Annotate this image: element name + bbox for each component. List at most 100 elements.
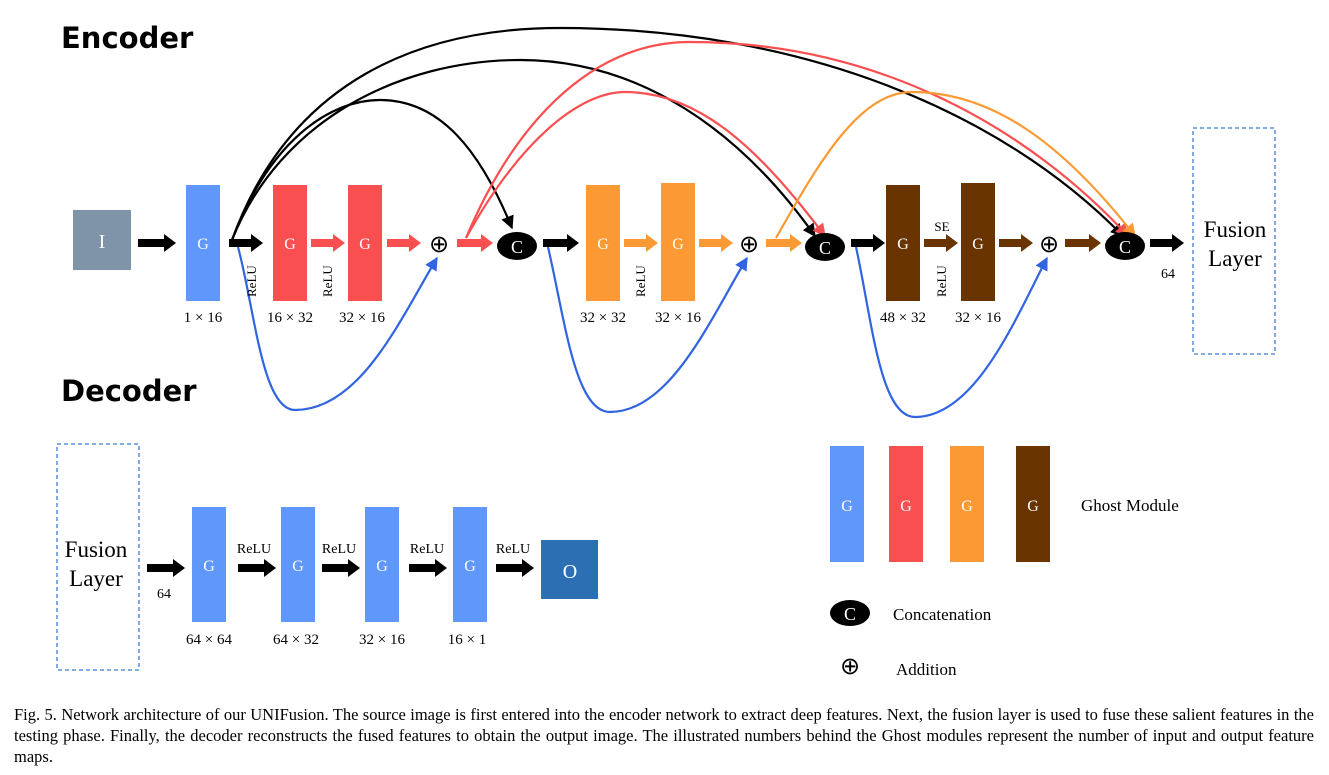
residual-curve-blue-1 [236, 246, 438, 412]
ghost-label: G [841, 498, 853, 515]
ghost-module-red [273, 185, 307, 301]
orange-arrow [699, 234, 733, 252]
ghost-module-orange [661, 183, 695, 301]
ghost-module-blue [186, 185, 220, 301]
residual-curve-blue-2 [546, 246, 748, 414]
figure-caption: Fig. 5. Network architecture of our UNIF… [14, 705, 1314, 766]
ghost-label: G [597, 236, 609, 253]
channel-count-label: 64 [157, 587, 171, 602]
orange-arrow [766, 234, 802, 252]
residual-curve-blue-3 [854, 246, 1048, 419]
addition-symbol: ⊕ [429, 230, 449, 258]
skip-curve-black-2 [230, 58, 816, 241]
relu-label: ReLU [244, 265, 259, 297]
dim-label: 16 × 1 [448, 632, 486, 648]
skip-connections [230, 26, 1136, 419]
black-arrow [238, 559, 276, 577]
legend-concat-node [830, 600, 870, 626]
legend-ghost-red [889, 446, 923, 562]
ghost-module-blue [453, 507, 487, 622]
fusion-layer-label: Layer [1208, 246, 1262, 271]
red-arrow [457, 234, 493, 252]
ghost-label: G [292, 558, 304, 575]
concat-symbol: C [511, 237, 523, 257]
black-arrow [543, 234, 579, 252]
input-image-block [73, 210, 131, 270]
relu-label: ReLU [633, 265, 648, 297]
ghost-label: G [1027, 498, 1039, 515]
ghost-label: G [972, 236, 984, 253]
skip-curve-black-3 [230, 26, 1124, 241]
ghost-label: G [197, 236, 209, 253]
output-label: O [563, 561, 577, 583]
brown-arrow [1065, 234, 1101, 252]
dim-label: 16 × 32 [267, 310, 313, 326]
dim-label: 64 × 32 [273, 632, 319, 648]
legend-ghost-module-text: Ghost Module [1081, 496, 1179, 515]
ghost-label: G [376, 558, 388, 575]
dim-label: 1 × 16 [184, 310, 223, 326]
skip-curve-red-2 [464, 40, 1129, 239]
ghost-label: G [897, 236, 909, 253]
skip-curve-orange [775, 90, 1136, 239]
black-arrow [1150, 234, 1184, 252]
ghost-module-blue [192, 507, 226, 622]
concat-symbol: C [819, 238, 831, 258]
relu-label: ReLU [410, 542, 444, 557]
ghost-label: G [203, 558, 215, 575]
legend-ghost-orange [950, 446, 984, 562]
dim-label: 32 × 16 [359, 632, 405, 648]
fusion-layer-label: Layer [69, 566, 123, 591]
legend: G G G G Ghost Module C Concatenation ⊕ A… [830, 446, 1179, 680]
decoder-heading: Decoder [61, 374, 197, 408]
black-arrow [409, 559, 447, 577]
skip-curve-red-1 [465, 90, 826, 239]
ghost-module-blue [281, 507, 315, 622]
relu-label: ReLU [322, 542, 356, 557]
concatenation-node [1105, 232, 1145, 260]
concatenation-node [497, 232, 537, 260]
encoder: I G 1 × 16 ReLU G 16 × 32 ReLU G 32 × 16… [73, 127, 1276, 355]
brown-arrow [924, 234, 958, 252]
concatenation-node [805, 233, 845, 261]
ghost-label: G [464, 558, 476, 575]
dim-label: 64 × 64 [186, 632, 232, 648]
orange-arrow [624, 234, 658, 252]
black-arrow [322, 559, 360, 577]
ghost-module-orange [586, 185, 620, 301]
ghost-module-blue [365, 507, 399, 622]
ghost-label: G [672, 236, 684, 253]
se-label: SE [934, 219, 949, 234]
legend-ghost-brown [1016, 446, 1050, 562]
red-arrow [311, 234, 345, 252]
encoder-heading: Encoder [61, 21, 194, 55]
brown-arrow [999, 234, 1033, 252]
dim-label: 32 × 16 [339, 310, 385, 326]
legend-concatenation-text: Concatenation [893, 605, 992, 624]
fusion-layer-label: Fusion [1204, 217, 1267, 242]
relu-label: ReLU [934, 265, 949, 297]
ghost-label: G [359, 236, 371, 253]
legend-addition-text: Addition [896, 660, 957, 679]
ghost-module-red [348, 185, 382, 301]
relu-label: ReLU [237, 542, 271, 557]
ghost-label: G [900, 498, 912, 515]
dim-label: 32 × 16 [955, 310, 1001, 326]
black-arrow [229, 234, 263, 252]
channel-count-label: 64 [1161, 267, 1175, 282]
relu-label: ReLU [496, 542, 530, 557]
relu-label: ReLU [320, 265, 335, 297]
ghost-module-brown [961, 183, 995, 301]
ghost-module-brown [886, 185, 920, 301]
red-arrow [387, 234, 421, 252]
black-arrow [147, 559, 185, 577]
decoder: Fusion Layer 64 G 64 × 64 ReLU G 64 × 32… [56, 443, 598, 671]
concat-symbol: C [844, 604, 856, 624]
dim-label: 32 × 32 [580, 310, 626, 326]
legend-addition-symbol: ⊕ [840, 652, 860, 680]
dim-label: 32 × 16 [655, 310, 701, 326]
output-image-block [541, 540, 598, 599]
black-arrow [496, 559, 534, 577]
addition-symbol: ⊕ [739, 230, 759, 258]
